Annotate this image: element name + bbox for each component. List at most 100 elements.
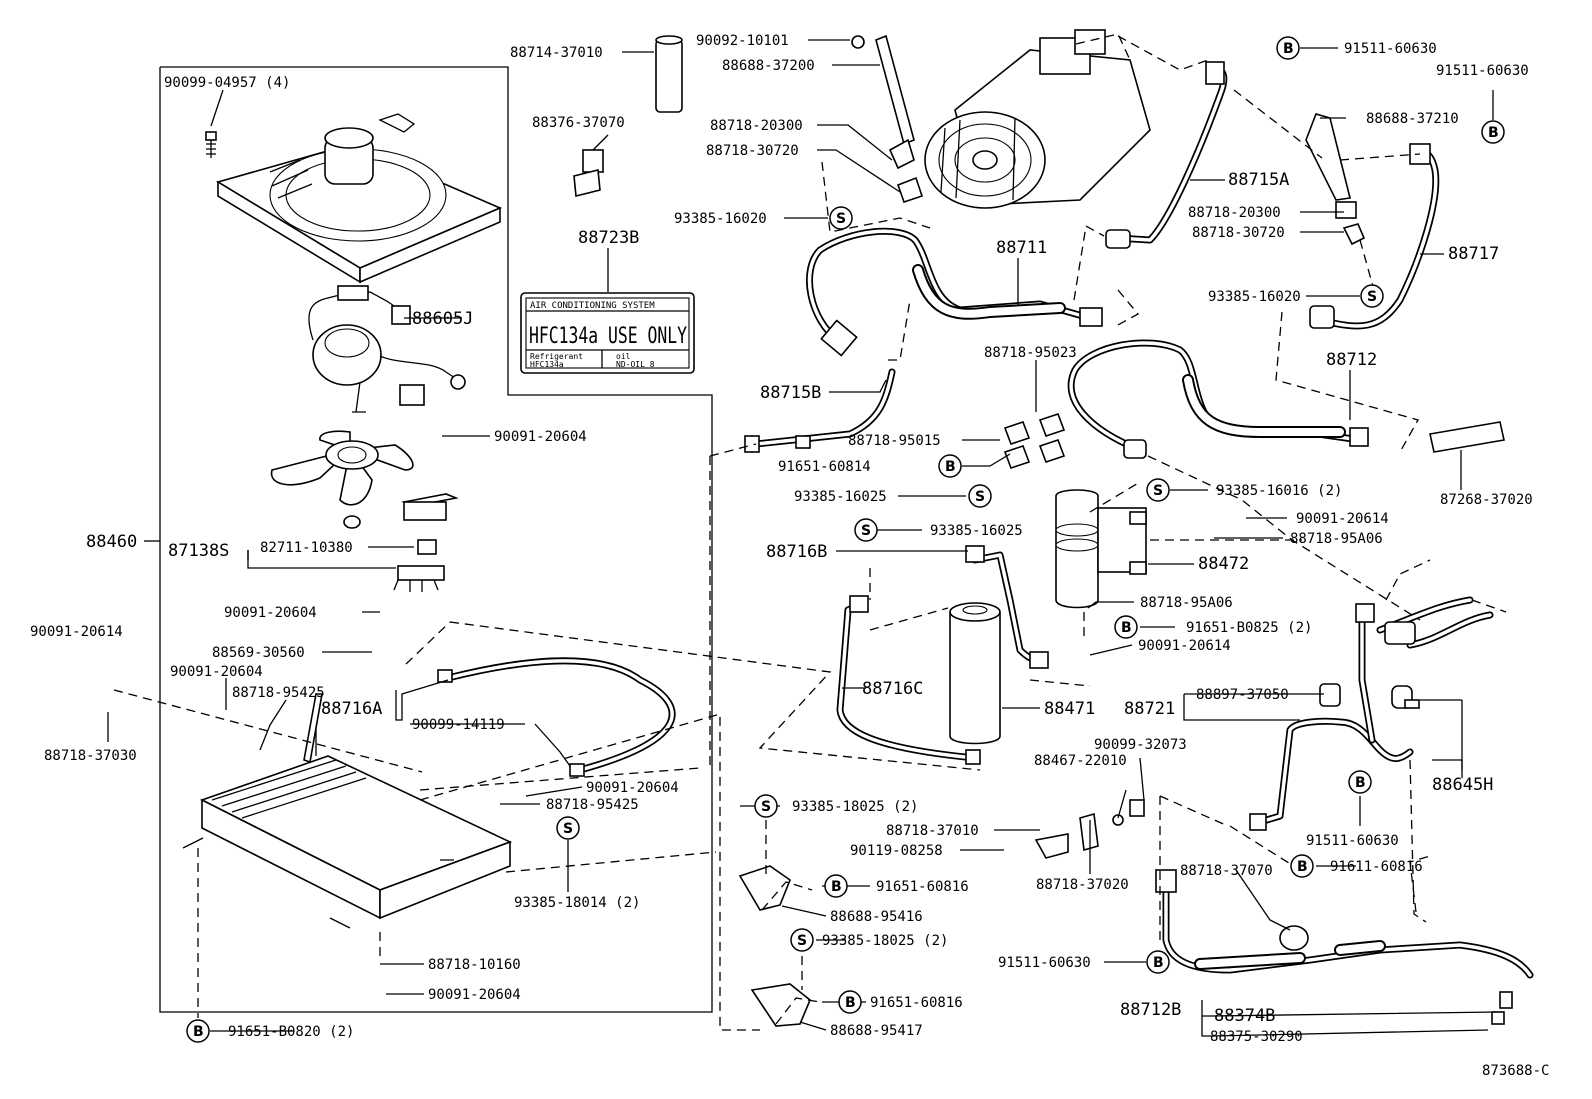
symbol-b: B xyxy=(1276,36,1300,60)
symbol-s: S xyxy=(854,518,878,542)
svg-text:B: B xyxy=(1297,859,1308,875)
part-label: 88897-37050 xyxy=(1196,687,1289,703)
pressure-switch-88645H xyxy=(1391,685,1420,709)
label-plate-title: AIR CONDITIONING SYSTEM xyxy=(530,301,655,311)
suction-hose-88711 xyxy=(806,227,1103,357)
svg-text:S: S xyxy=(861,523,871,539)
relay-block xyxy=(401,493,459,521)
part-label: 88718-37020 xyxy=(1036,877,1129,893)
fan-motor xyxy=(308,285,466,413)
pipe-88716C xyxy=(836,595,981,765)
svg-text:B: B xyxy=(1121,620,1132,636)
part-label: 88467-22010 xyxy=(1034,753,1127,769)
symbol-b: B xyxy=(1114,615,1138,639)
bracket-88688-37210 xyxy=(1305,113,1357,219)
symbol-b: B xyxy=(1348,770,1372,794)
svg-text:B: B xyxy=(1153,955,1164,971)
part-label: 82711-10380 xyxy=(260,540,353,556)
part-label: 90091-20614 xyxy=(1138,638,1231,654)
svg-text:S: S xyxy=(975,489,985,505)
part-label: 88718-37030 xyxy=(44,748,137,764)
part-label: 87268-37020 xyxy=(1440,492,1533,508)
bracket-88718-37010 xyxy=(1034,799,1145,859)
part-label: 88711 xyxy=(996,238,1047,258)
part-label: 88716C xyxy=(862,679,923,699)
part-label: 88723B xyxy=(578,228,639,248)
part-label: 88716A xyxy=(321,699,382,719)
part-label: 93385-16016 (2) xyxy=(1216,483,1342,499)
diagram-id: 873688-C xyxy=(1482,1063,1549,1079)
part-label: 88718-95A06 xyxy=(1290,531,1383,547)
pipe-88721 xyxy=(1249,603,1414,831)
part-label: 90091-20614 xyxy=(1296,511,1389,527)
symbol-s: S xyxy=(1360,284,1384,308)
symbol-b: B xyxy=(938,454,962,478)
symbol-s: S xyxy=(754,794,778,818)
discharge-pipe-88716A xyxy=(437,657,676,777)
part-label: 90119-08258 xyxy=(850,843,943,859)
part-label: 88718-95425 xyxy=(232,685,325,701)
evaporator-pipes xyxy=(1376,596,1494,649)
part-label: 93385-18014 (2) xyxy=(514,895,640,911)
part-label: 90091-20604 xyxy=(224,605,317,621)
hose-88712B xyxy=(1155,869,1534,1025)
part-label: 91511-60630 xyxy=(1306,833,1399,849)
relay-connector xyxy=(393,539,445,592)
part-label: 91611-60816 xyxy=(1330,859,1423,875)
bracket-88688-95416 xyxy=(738,865,791,911)
symbol-s: S xyxy=(1146,478,1170,502)
receiver-88472 xyxy=(1055,489,1147,609)
part-label: 88718-30720 xyxy=(1192,225,1285,241)
part-label: 91651-B0825 (2) xyxy=(1186,620,1312,636)
part-label: 91651-60816 xyxy=(870,995,963,1011)
part-label: 88569-30560 xyxy=(212,645,305,661)
part-label: 88471 xyxy=(1044,699,1095,719)
part-label: 88718-95425 xyxy=(546,797,639,813)
label-plate-main: HFC134a USE ONLY xyxy=(529,324,687,349)
part-label: 88715B xyxy=(760,383,821,403)
part-label: 88688-95417 xyxy=(830,1023,923,1039)
symbol-s: S xyxy=(790,928,814,952)
symbol-s: S xyxy=(829,206,853,230)
part-label: 88717 xyxy=(1448,244,1499,264)
pipe-88716B xyxy=(965,545,1049,669)
clip-88376 xyxy=(573,149,604,198)
part-label: 88376-37070 xyxy=(532,115,625,131)
svg-text:S: S xyxy=(836,211,846,227)
clamp-88718-95015 xyxy=(1003,412,1066,470)
part-label: 88715A xyxy=(1228,170,1289,190)
part-label: 88718-95015 xyxy=(848,433,941,449)
part-label: 90091-20604 xyxy=(586,780,679,796)
symbol-b: B xyxy=(1146,950,1170,974)
svg-text:B: B xyxy=(1488,125,1499,141)
part-label: 90099-04957 (4) xyxy=(164,75,290,91)
part-label: 88718-20300 xyxy=(710,118,803,134)
part-label: 88712B xyxy=(1120,1000,1181,1020)
discharge-hose-88712 xyxy=(1067,339,1369,459)
part-label: 88472 xyxy=(1198,554,1249,574)
part-label: 91511-60630 xyxy=(998,955,1091,971)
part-label: 88718-10160 xyxy=(428,957,521,973)
part-label: 88718-95A06 xyxy=(1140,595,1233,611)
part-label: 88718-30720 xyxy=(706,143,799,159)
dryer-88471 xyxy=(949,602,1001,745)
part-label: 90092-10101 xyxy=(696,33,789,49)
svg-text:S: S xyxy=(797,933,807,949)
part-labels: 90099-04957 (4) 88605J 90091-20604 88460… xyxy=(30,33,1549,1079)
condenser-assembly-frame xyxy=(144,66,713,1013)
symbol-s: S xyxy=(968,484,992,508)
sleeve-87268 xyxy=(1429,421,1505,453)
ac-compressor xyxy=(924,29,1151,209)
symbol-b: B xyxy=(1290,854,1314,878)
label-plate-oil-value: ND-OIL 8 xyxy=(616,360,655,369)
part-label: 88688-37210 xyxy=(1366,111,1459,127)
part-label: 88718-37070 xyxy=(1180,863,1273,879)
part-label: 93385-16025 xyxy=(930,523,1023,539)
pipe-88715B xyxy=(744,368,896,453)
svg-text:B: B xyxy=(831,879,842,895)
part-label: 88718-37010 xyxy=(886,823,979,839)
tube-88714 xyxy=(655,35,683,113)
part-label: 91651-B0820 (2) xyxy=(228,1024,354,1040)
svg-text:B: B xyxy=(1283,41,1294,57)
